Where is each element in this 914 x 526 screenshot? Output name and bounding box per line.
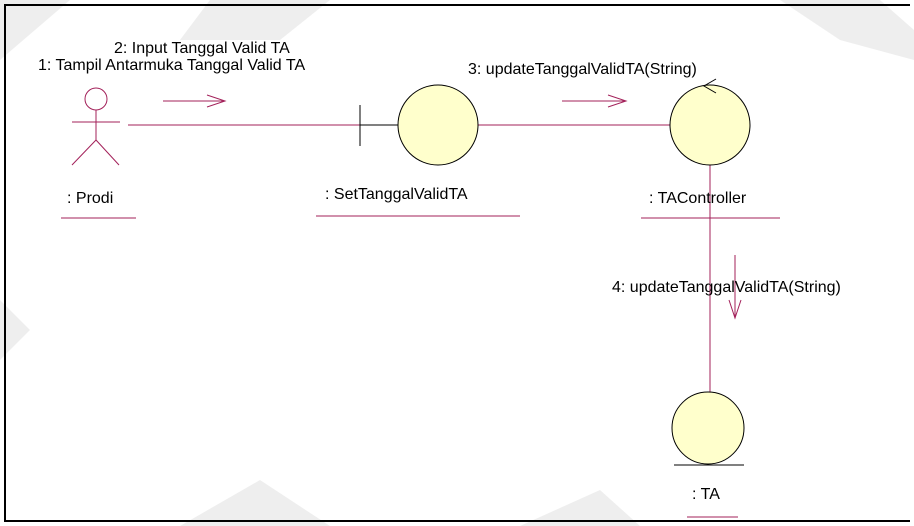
message-4-label: 4: updateTanggalValidTA(String) bbox=[612, 279, 841, 296]
boundary-label: : SetTanggalValidTA bbox=[325, 186, 468, 203]
message-arrow-1 bbox=[163, 94, 227, 108]
message-3-label: 3: updateTanggalValidTA(String) bbox=[468, 61, 697, 78]
entity-object[interactable] bbox=[671, 391, 745, 466]
message-arrow-3 bbox=[562, 94, 628, 108]
boundary-object[interactable] bbox=[359, 84, 479, 166]
control-object[interactable] bbox=[669, 78, 751, 166]
control-label: : TAController bbox=[649, 190, 747, 207]
message-2-label: 2: Input Tanggal Valid TA bbox=[114, 40, 290, 57]
diagram-frame bbox=[4, 4, 910, 522]
control-arrowhead bbox=[703, 78, 717, 94]
actor-prodi[interactable] bbox=[71, 87, 120, 166]
message-1-label: 1: Tampil Antarmuka Tanggal Valid TA bbox=[38, 57, 305, 74]
boundary-circle bbox=[397, 84, 479, 166]
actor-head bbox=[84, 87, 108, 111]
entity-circle bbox=[671, 391, 745, 465]
control-circle bbox=[669, 84, 751, 166]
actor-label: : Prodi bbox=[67, 190, 113, 207]
entity-label: : TA bbox=[692, 486, 720, 503]
message-arrow-4 bbox=[728, 255, 742, 320]
